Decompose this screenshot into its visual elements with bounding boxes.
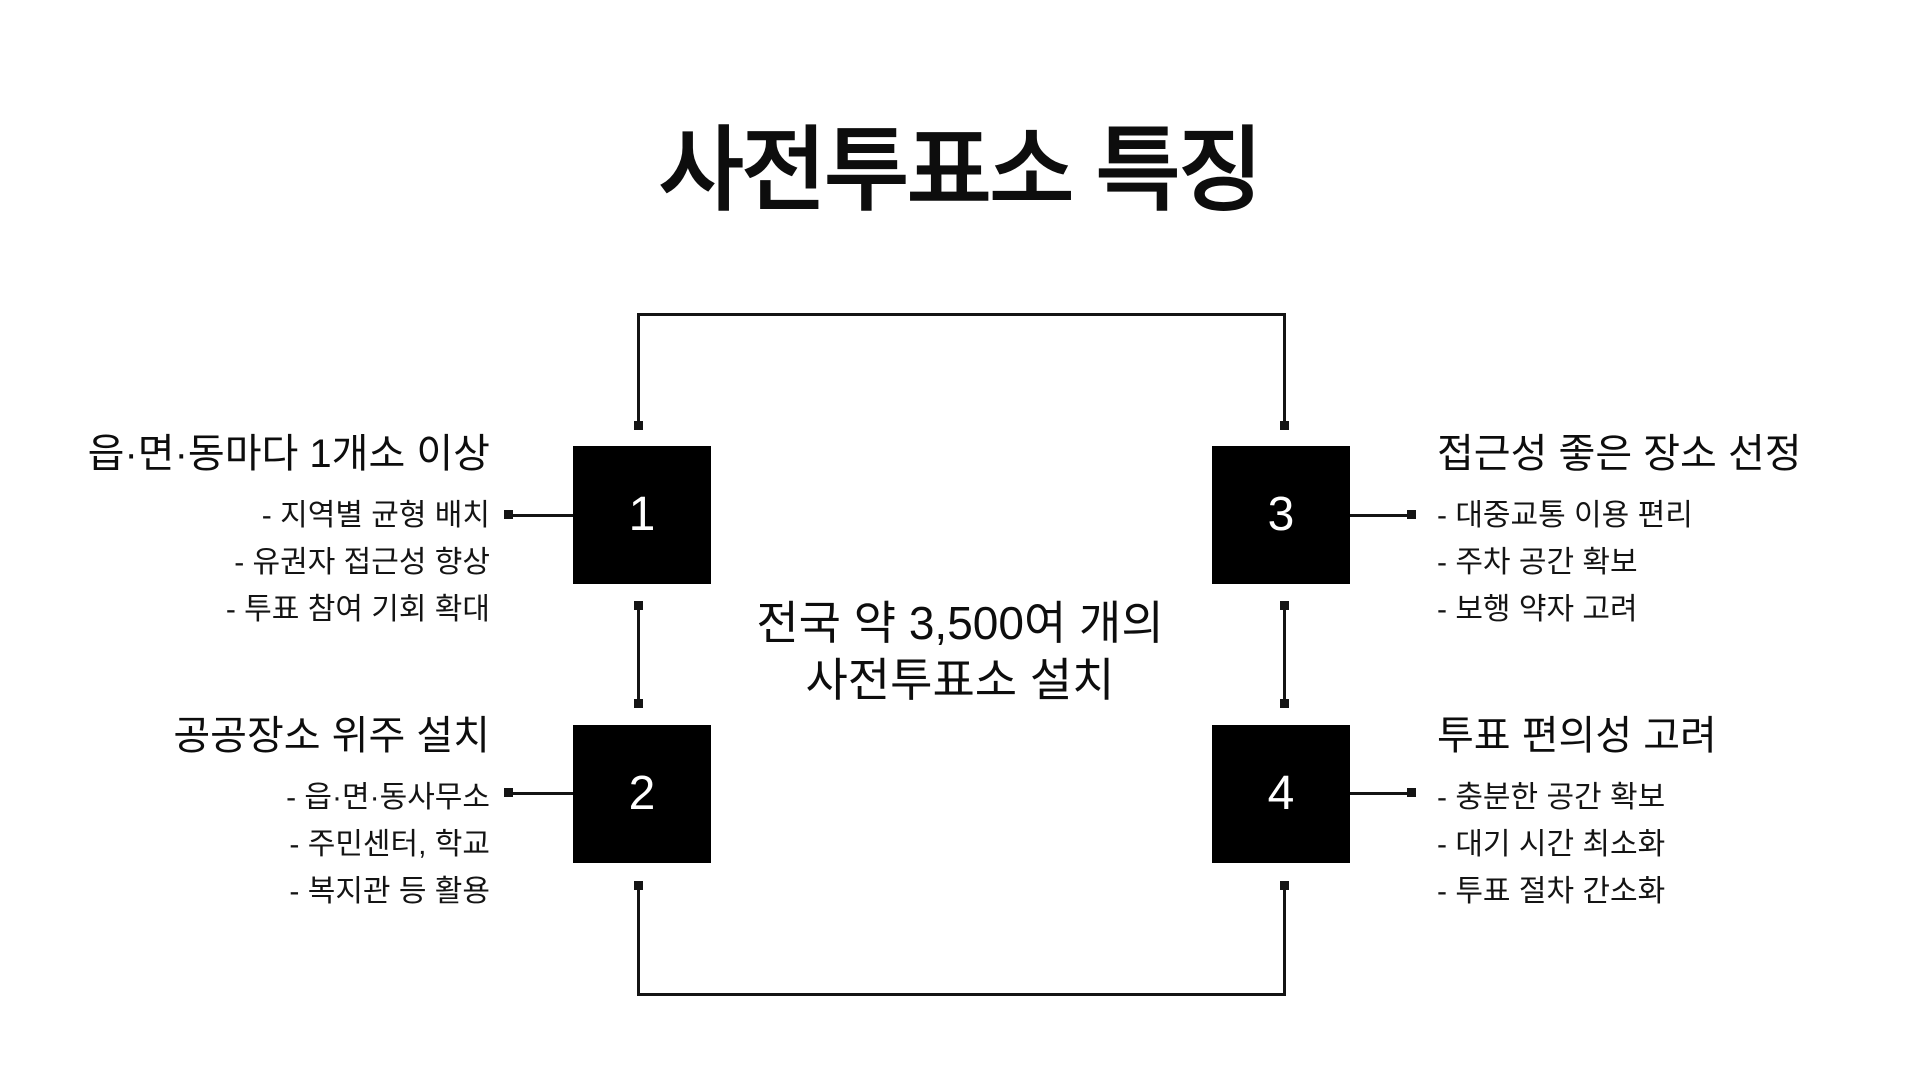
connector-endpoint-square (634, 421, 643, 430)
note-step-4: 투표 편의성 고려 - 충분한 공간 확보 - 대기 시간 최소화 - 투표 절… (1437, 712, 1867, 915)
connector-bottom-horizontal (637, 993, 1286, 996)
step-3-number: 3 (1267, 488, 1295, 541)
note-step-3: 접근성 좋은 장소 선정 - 대중교통 이용 편리 - 주차 공간 확보 - 보… (1437, 430, 1867, 633)
arrow-step-1 (508, 514, 573, 517)
connector-endpoint-square (634, 699, 643, 708)
note-step-3-bullet: - 대중교통 이용 편리 (1437, 499, 1693, 532)
connector-left-vertical (637, 606, 640, 704)
note-step-2-bullet: - 주민센터, 학교 (289, 828, 490, 861)
step-3-box: 3 (1212, 446, 1350, 584)
connector-top-right-drop (1283, 313, 1286, 425)
connector-endpoint-square (1280, 601, 1289, 610)
connector-endpoint-square (1280, 699, 1289, 708)
note-step-3-bullet: - 주차 공간 확보 (1437, 546, 1638, 579)
arrow-step-4 (1350, 792, 1413, 795)
connector-bottom-right-rise (1283, 886, 1286, 996)
note-step-2-heading: 공공장소 위주 설치 (173, 714, 490, 758)
note-step-2-bullet: - 복지관 등 활용 (289, 875, 490, 908)
arrow-step-3-endpoint-square (1407, 510, 1416, 519)
note-step-3-bullet: - 보행 약자 고려 (1437, 593, 1638, 626)
step-1-number: 1 (628, 488, 656, 541)
connector-right-vertical (1283, 606, 1286, 704)
note-step-1-heading: 읍·면·동마다 1개소 이상 (87, 432, 490, 476)
center-summary-line-2: 사전투표소 설치 (805, 654, 1115, 706)
center-summary-line-1: 전국 약 3,500여 개의 (756, 597, 1164, 649)
note-step-3-heading: 접근성 좋은 장소 선정 (1437, 432, 1802, 476)
connector-bottom-left-rise (637, 886, 640, 996)
note-step-4-bullet: - 충분한 공간 확보 (1437, 781, 1666, 814)
arrow-step-1-endpoint-square (504, 510, 513, 519)
arrow-step-2-endpoint-square (504, 788, 513, 797)
note-step-1: 읍·면·동마다 1개소 이상 - 지역별 균형 배치 - 유권자 접근성 향상 … (60, 430, 490, 633)
step-1-box: 1 (573, 446, 711, 584)
page-title: 사전투표소 특징 (658, 120, 1263, 222)
arrow-step-4-endpoint-square (1407, 788, 1416, 797)
connector-top-left-drop (637, 313, 640, 425)
note-step-1-bullet: - 유권자 접근성 향상 (234, 546, 490, 579)
step-4-box: 4 (1212, 725, 1350, 863)
connector-endpoint-square (634, 601, 643, 610)
connector-endpoint-square (1280, 421, 1289, 430)
step-4-number: 4 (1267, 767, 1295, 820)
step-2-box: 2 (573, 725, 711, 863)
note-step-4-bullet: - 투표 절차 간소화 (1437, 875, 1666, 908)
note-step-4-bullet: - 대기 시간 최소화 (1437, 828, 1666, 861)
note-step-1-bullet: - 지역별 균형 배치 (261, 499, 490, 532)
note-step-2-bullet: - 읍·면·동사무소 (286, 781, 490, 814)
note-step-1-bullet: - 투표 참여 기회 확대 (225, 593, 490, 626)
arrow-step-3 (1350, 514, 1413, 517)
note-step-4-heading: 투표 편의성 고려 (1437, 714, 1717, 758)
connector-endpoint-square (1280, 881, 1289, 890)
step-2-number: 2 (628, 767, 656, 820)
connector-endpoint-square (634, 881, 643, 890)
arrow-step-2 (508, 792, 573, 795)
connector-top-horizontal (637, 313, 1286, 316)
note-step-2: 공공장소 위주 설치 - 읍·면·동사무소 - 주민센터, 학교 - 복지관 등… (60, 712, 490, 915)
center-summary: 전국 약 3,500여 개의 사전투표소 설치 (0, 595, 1920, 709)
